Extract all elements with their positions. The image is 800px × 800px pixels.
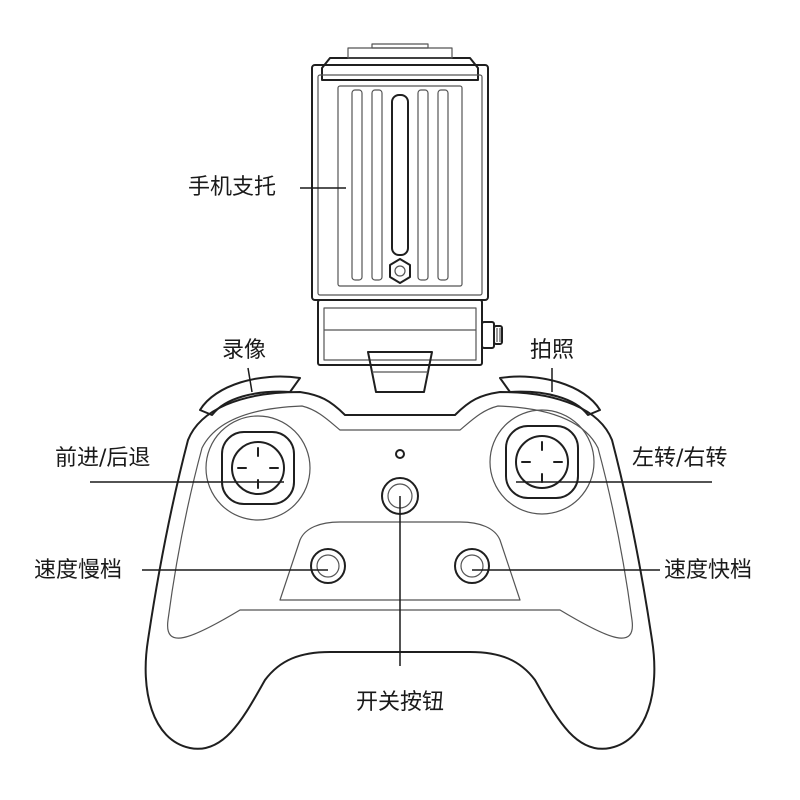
leader-lines [90, 187, 712, 666]
fast-gear-button[interactable] [454, 548, 490, 584]
phone-holder [311, 43, 503, 393]
forward-backward-label: 前进/后退 [55, 446, 151, 471]
right-joystick[interactable] [489, 409, 595, 515]
phone-holder-label: 手机支托 [188, 175, 277, 200]
controller-body [144, 375, 656, 750]
slow-gear-button[interactable] [310, 548, 346, 584]
turn-left-right-label: 左转/右转 [632, 446, 728, 471]
photo-label: 拍照 [530, 338, 575, 363]
slow-gear-label: 速度慢档 [34, 558, 123, 583]
record-label: 录像 [222, 338, 267, 363]
power-button-label: 开关按钮 [356, 690, 445, 715]
left-joystick[interactable] [205, 415, 311, 521]
fast-gear-label: 速度快档 [664, 558, 753, 583]
